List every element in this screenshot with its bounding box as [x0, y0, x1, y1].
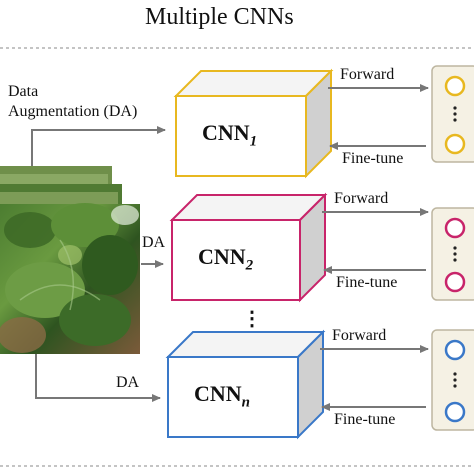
da-connector-1: [31, 126, 166, 166]
augmented-image-stack: [0, 166, 140, 354]
output-node: [444, 217, 466, 239]
cnn-label-subscript: 1: [249, 133, 258, 150]
cnn-label-base: CNN: [194, 381, 242, 406]
output-panel-1: [431, 65, 474, 163]
da-label-2: DA: [142, 234, 166, 251]
cnn-box-3: [165, 329, 326, 440]
finetune-label-3: Fine-tune: [334, 411, 396, 428]
da-connector-n: [35, 354, 161, 402]
cnn-label-subscript: n: [241, 394, 251, 411]
cnn-label-3: CNNn: [194, 381, 250, 411]
finetune-label-1: Fine-tune: [342, 150, 404, 167]
output-node: [444, 271, 466, 293]
cnn-box-2: [169, 192, 328, 303]
output-node: [444, 401, 466, 423]
diagram-title: Multiple CNNs: [145, 4, 294, 30]
forward-label-2: Forward: [334, 190, 389, 207]
cnn-label-2: CNN2: [198, 244, 253, 274]
output-node: [444, 75, 466, 97]
data-augmentation-label: Data Augmentation (DA): [8, 82, 137, 122]
forward-label-3: Forward: [332, 327, 387, 344]
output-panel-3: [431, 329, 474, 431]
output-node: [444, 339, 466, 361]
cnn-label-base: CNN: [202, 120, 250, 145]
forward-label-1: Forward: [340, 66, 395, 83]
cnn-ellipsis: ⋮: [242, 308, 262, 330]
cnn-label-1: CNN1: [202, 120, 257, 150]
cnn-label-subscript: 2: [245, 257, 254, 274]
data-augmentation-line1: Data: [8, 83, 39, 100]
cnn-box-1: [173, 68, 334, 179]
data-augmentation-line2: Augmentation (DA): [8, 103, 138, 120]
cnn-label-base: CNN: [198, 244, 246, 269]
finetune-label-2: Fine-tune: [336, 274, 398, 291]
output-node: [444, 133, 466, 155]
da-label-n: DA: [116, 374, 140, 391]
output-panel-2: [431, 207, 474, 301]
